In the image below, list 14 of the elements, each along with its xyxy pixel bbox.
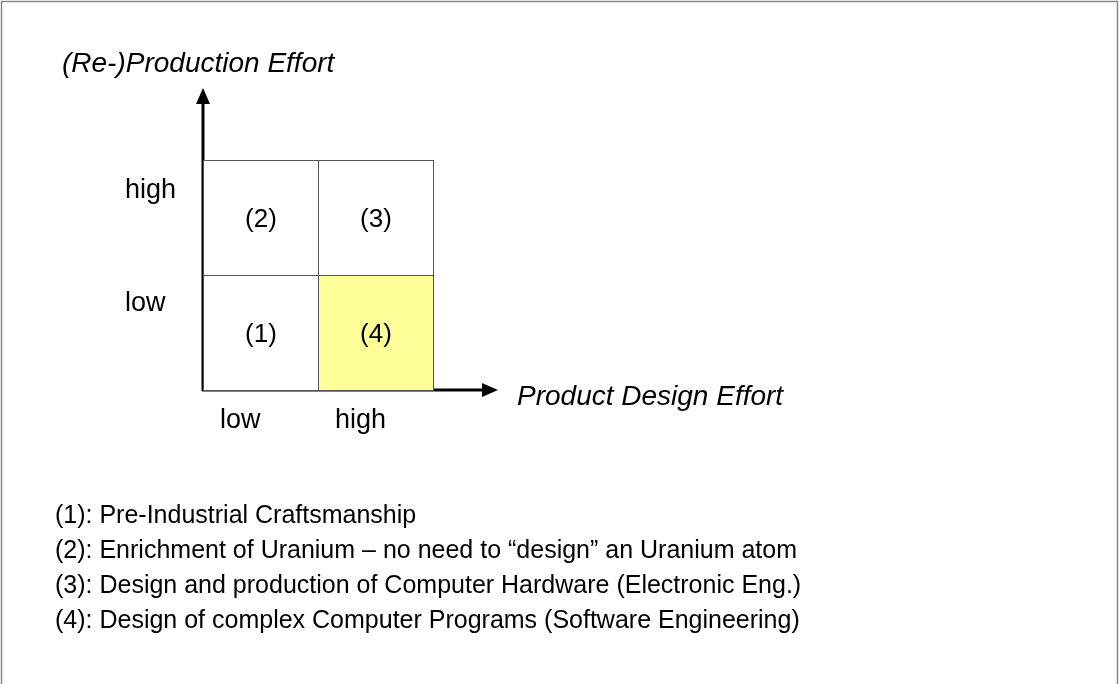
axis-title: Product Design Effort xyxy=(517,380,784,413)
axis-tick-label: low xyxy=(125,287,166,319)
matrix-cell: (3) xyxy=(318,160,434,276)
axis-title: (Re-)Production Effort xyxy=(62,47,335,80)
axis-tick-label: high xyxy=(335,404,387,436)
matrix-cell: (1) xyxy=(203,275,319,391)
axis-tick-label: high xyxy=(125,174,177,206)
matrix-cell: (4) xyxy=(318,275,434,391)
legend-note: (2): Enrichment of Uranium – no need to “design” an Uranium atom xyxy=(55,535,798,564)
legend-note: (1): Pre-Industrial Craftsmanship xyxy=(55,500,417,529)
axis-tick-label: low xyxy=(220,404,261,436)
matrix-cell: (2) xyxy=(203,160,319,276)
legend-note: (3): Design and production of Computer Hardware (Electronic Eng.) xyxy=(55,570,802,599)
legend-note: (4): Design of complex Computer Programs (Software Engineering) xyxy=(55,605,800,634)
